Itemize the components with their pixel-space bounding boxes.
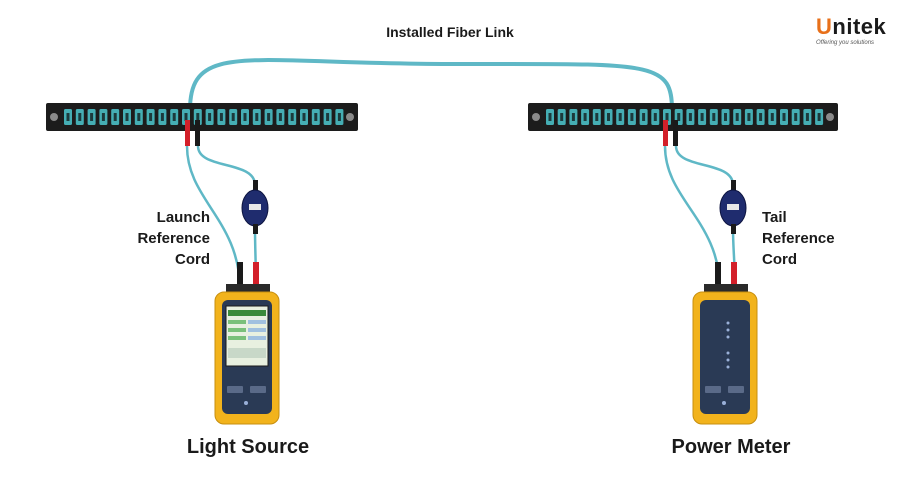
panel-port-slot bbox=[735, 113, 739, 121]
panel-port-slot bbox=[607, 113, 610, 121]
launch-cord-line-3: Cord bbox=[175, 251, 210, 268]
panel-port-slot bbox=[630, 113, 634, 121]
panel-port-slot bbox=[149, 113, 153, 121]
panel-port-slot bbox=[618, 113, 622, 121]
panel-port-slot bbox=[290, 113, 294, 121]
panel-port-slot bbox=[759, 113, 763, 121]
panel-port-slot bbox=[90, 113, 94, 121]
installed-fiber-link-cable bbox=[188, 58, 674, 111]
panel-port-slot bbox=[560, 113, 564, 121]
logo-initial: U bbox=[816, 14, 833, 39]
panel-port-slot bbox=[255, 113, 259, 121]
panel-port-slot bbox=[113, 113, 117, 121]
panel-port-slot bbox=[314, 113, 318, 121]
launch-mandrel bbox=[241, 180, 269, 234]
panel-port-slot bbox=[688, 113, 692, 121]
installed-fiber-link-label: Installed Fiber Link bbox=[386, 24, 514, 40]
panel-port-slot bbox=[208, 113, 212, 121]
panel-port-slot bbox=[172, 113, 176, 121]
panel-port-slot bbox=[700, 113, 704, 121]
power-meter-label: Power Meter bbox=[671, 436, 791, 458]
panel-port-slot bbox=[548, 113, 552, 121]
panel-port-slot bbox=[125, 113, 129, 121]
tail-cord-line-2: Reference bbox=[762, 230, 835, 247]
tail-cord-line-1: Tail bbox=[762, 209, 787, 226]
panel-port-slot bbox=[642, 113, 646, 121]
logo-tagline: Offering you solutions bbox=[816, 40, 875, 46]
panel-port-slot bbox=[665, 113, 669, 121]
panel-port-slot bbox=[326, 113, 330, 121]
panel-port-slot bbox=[817, 113, 821, 121]
panel-port-slot bbox=[184, 113, 188, 121]
panel-port-slot bbox=[712, 113, 716, 121]
panel-port-slot bbox=[653, 113, 657, 121]
panel-port-slot bbox=[243, 113, 247, 121]
left-patch-panel bbox=[46, 103, 358, 131]
left-panel-ports bbox=[64, 109, 344, 125]
panel-port-slot bbox=[805, 113, 809, 121]
panel-port-slot bbox=[770, 113, 774, 121]
panel-port-slot bbox=[267, 113, 271, 121]
panel-port-slot bbox=[595, 113, 599, 121]
panel-port-slot bbox=[78, 113, 82, 121]
panel-port-slot bbox=[160, 113, 164, 121]
logo-rest: nitek bbox=[832, 14, 887, 39]
light-source-device bbox=[214, 262, 280, 425]
unitek-logo: Unitek Offering you solutions bbox=[812, 12, 888, 48]
tail-mandrel bbox=[719, 180, 747, 234]
panel-port-slot bbox=[724, 113, 727, 121]
light-source-label: Light Source bbox=[186, 436, 310, 458]
panel-port-slot bbox=[231, 113, 235, 121]
power-meter-device bbox=[692, 262, 758, 425]
panel-port-slot bbox=[219, 113, 223, 121]
panel-port-slot bbox=[583, 113, 587, 121]
panel-port-slot bbox=[337, 113, 341, 121]
panel-port-slot bbox=[278, 113, 282, 121]
panel-port-slot bbox=[196, 113, 200, 121]
panel-port-slot bbox=[137, 113, 141, 121]
panel-port-slot bbox=[782, 113, 786, 121]
launch-cord-line-2: Reference bbox=[137, 230, 210, 247]
panel-port-slot bbox=[66, 113, 70, 121]
right-panel-ports bbox=[546, 109, 824, 125]
launch-reference-cord-label: Launch Reference Cord bbox=[112, 207, 210, 270]
panel-port-slot bbox=[101, 113, 105, 121]
tail-reference-cord-label: Tail Reference Cord bbox=[762, 207, 872, 270]
logo-name: Unitek bbox=[816, 14, 886, 40]
right-patch-panel bbox=[528, 103, 838, 131]
panel-port-slot bbox=[794, 113, 798, 121]
launch-cord-line-1: Launch bbox=[156, 209, 210, 226]
panel-port-slot bbox=[677, 113, 681, 121]
panel-port-slot bbox=[571, 113, 575, 121]
tail-cord-line-3: Cord bbox=[762, 251, 797, 268]
panel-port-slot bbox=[747, 113, 751, 121]
panel-port-slot bbox=[302, 113, 306, 121]
left-panel-connectors bbox=[185, 120, 200, 146]
right-panel-connectors bbox=[663, 120, 678, 146]
